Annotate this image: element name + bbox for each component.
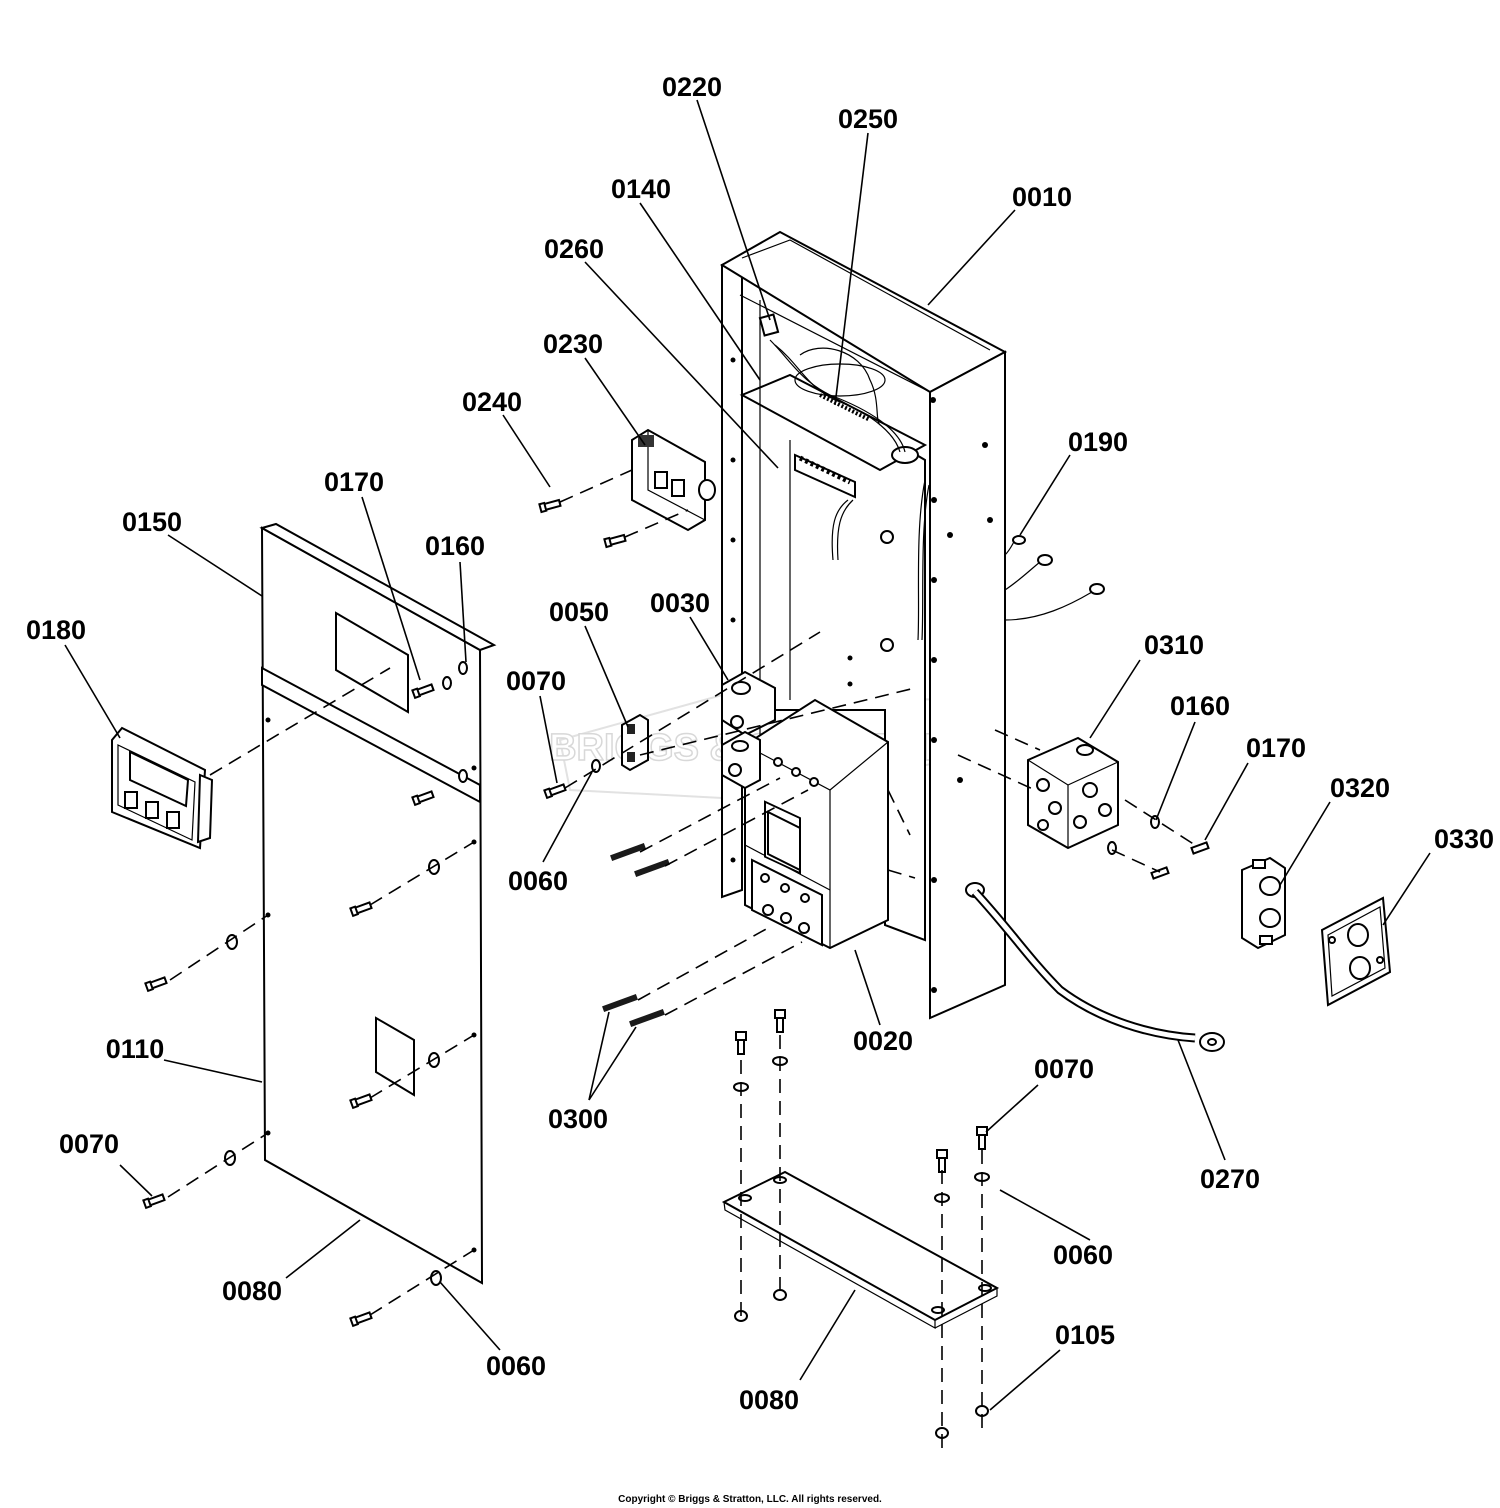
callout-0020: 0020 [853, 1026, 913, 1056]
callout-0260: 0260 [544, 234, 604, 264]
callout-0105: 0105 [1055, 1320, 1115, 1350]
cover-plate-0330 [1320, 896, 1392, 1007]
callout-0080-bottom: 0080 [739, 1385, 799, 1415]
callout-0320: 0320 [1330, 773, 1390, 803]
callout-0010: 0010 [1012, 182, 1072, 212]
terminal-block-0260 [794, 453, 856, 499]
outlet-box-0310 [1027, 736, 1119, 850]
holder-0050 [621, 713, 649, 772]
callout-0270: 0270 [1200, 1164, 1260, 1194]
front-cover-0150 [259, 522, 497, 1285]
connector-0220 [758, 313, 780, 337]
callout-0110: 0110 [106, 1034, 165, 1064]
callout-0150: 0150 [122, 507, 182, 537]
ground-wires-0190 [1004, 535, 1105, 621]
callout-0080-left: 0080 [222, 1276, 282, 1306]
callout-0170-right: 0170 [1246, 733, 1306, 763]
callout-0230: 0230 [543, 329, 603, 359]
callout-0160-left: 0160 [425, 531, 485, 561]
callout-0070-bottom-right: 0070 [1034, 1054, 1094, 1084]
callout-0030: 0030 [650, 588, 710, 618]
callout-0170-left: 0170 [324, 467, 384, 497]
callout-0300: 0300 [548, 1104, 608, 1134]
callout-0070-left: 0070 [59, 1129, 119, 1159]
callout-0060-mid: 0060 [508, 866, 568, 896]
callout-0070-mid: 0070 [506, 666, 566, 696]
callout-0060-right: 0060 [1053, 1240, 1113, 1270]
callout-labels: 0220 0250 0140 0010 0260 0230 0240 0190 … [26, 72, 1494, 1415]
circuit-breaker-0020 [744, 698, 889, 950]
callout-0050: 0050 [549, 597, 609, 627]
controller-display-0180 [111, 726, 214, 850]
enclosure-0010 [720, 230, 1008, 1020]
callout-0310: 0310 [1144, 630, 1204, 660]
callout-0190: 0190 [1068, 427, 1128, 457]
callout-0060-left: 0060 [486, 1351, 546, 1381]
ground-cable-0270 [971, 888, 1225, 1052]
copyright-notice: Copyright © Briggs & Stratton, LLC. All … [618, 1494, 882, 1505]
leader-lines [64, 99, 1431, 1411]
bottom-bracket-0080 [721, 1170, 1000, 1330]
callout-0250: 0250 [838, 104, 898, 134]
callout-0160-right: 0160 [1170, 691, 1230, 721]
callout-0140: 0140 [611, 174, 671, 204]
callout-0180: 0180 [26, 615, 86, 645]
cable-0140 [831, 499, 854, 561]
lug-0030 [721, 670, 776, 790]
receptacle-0320 [1241, 856, 1286, 950]
fasteners [142, 498, 1210, 1439]
module-0230 [631, 428, 716, 532]
callout-0330: 0330 [1434, 824, 1494, 854]
callout-0240: 0240 [462, 387, 522, 417]
callout-0220: 0220 [662, 72, 722, 102]
alignment-lines [167, 469, 1196, 1450]
